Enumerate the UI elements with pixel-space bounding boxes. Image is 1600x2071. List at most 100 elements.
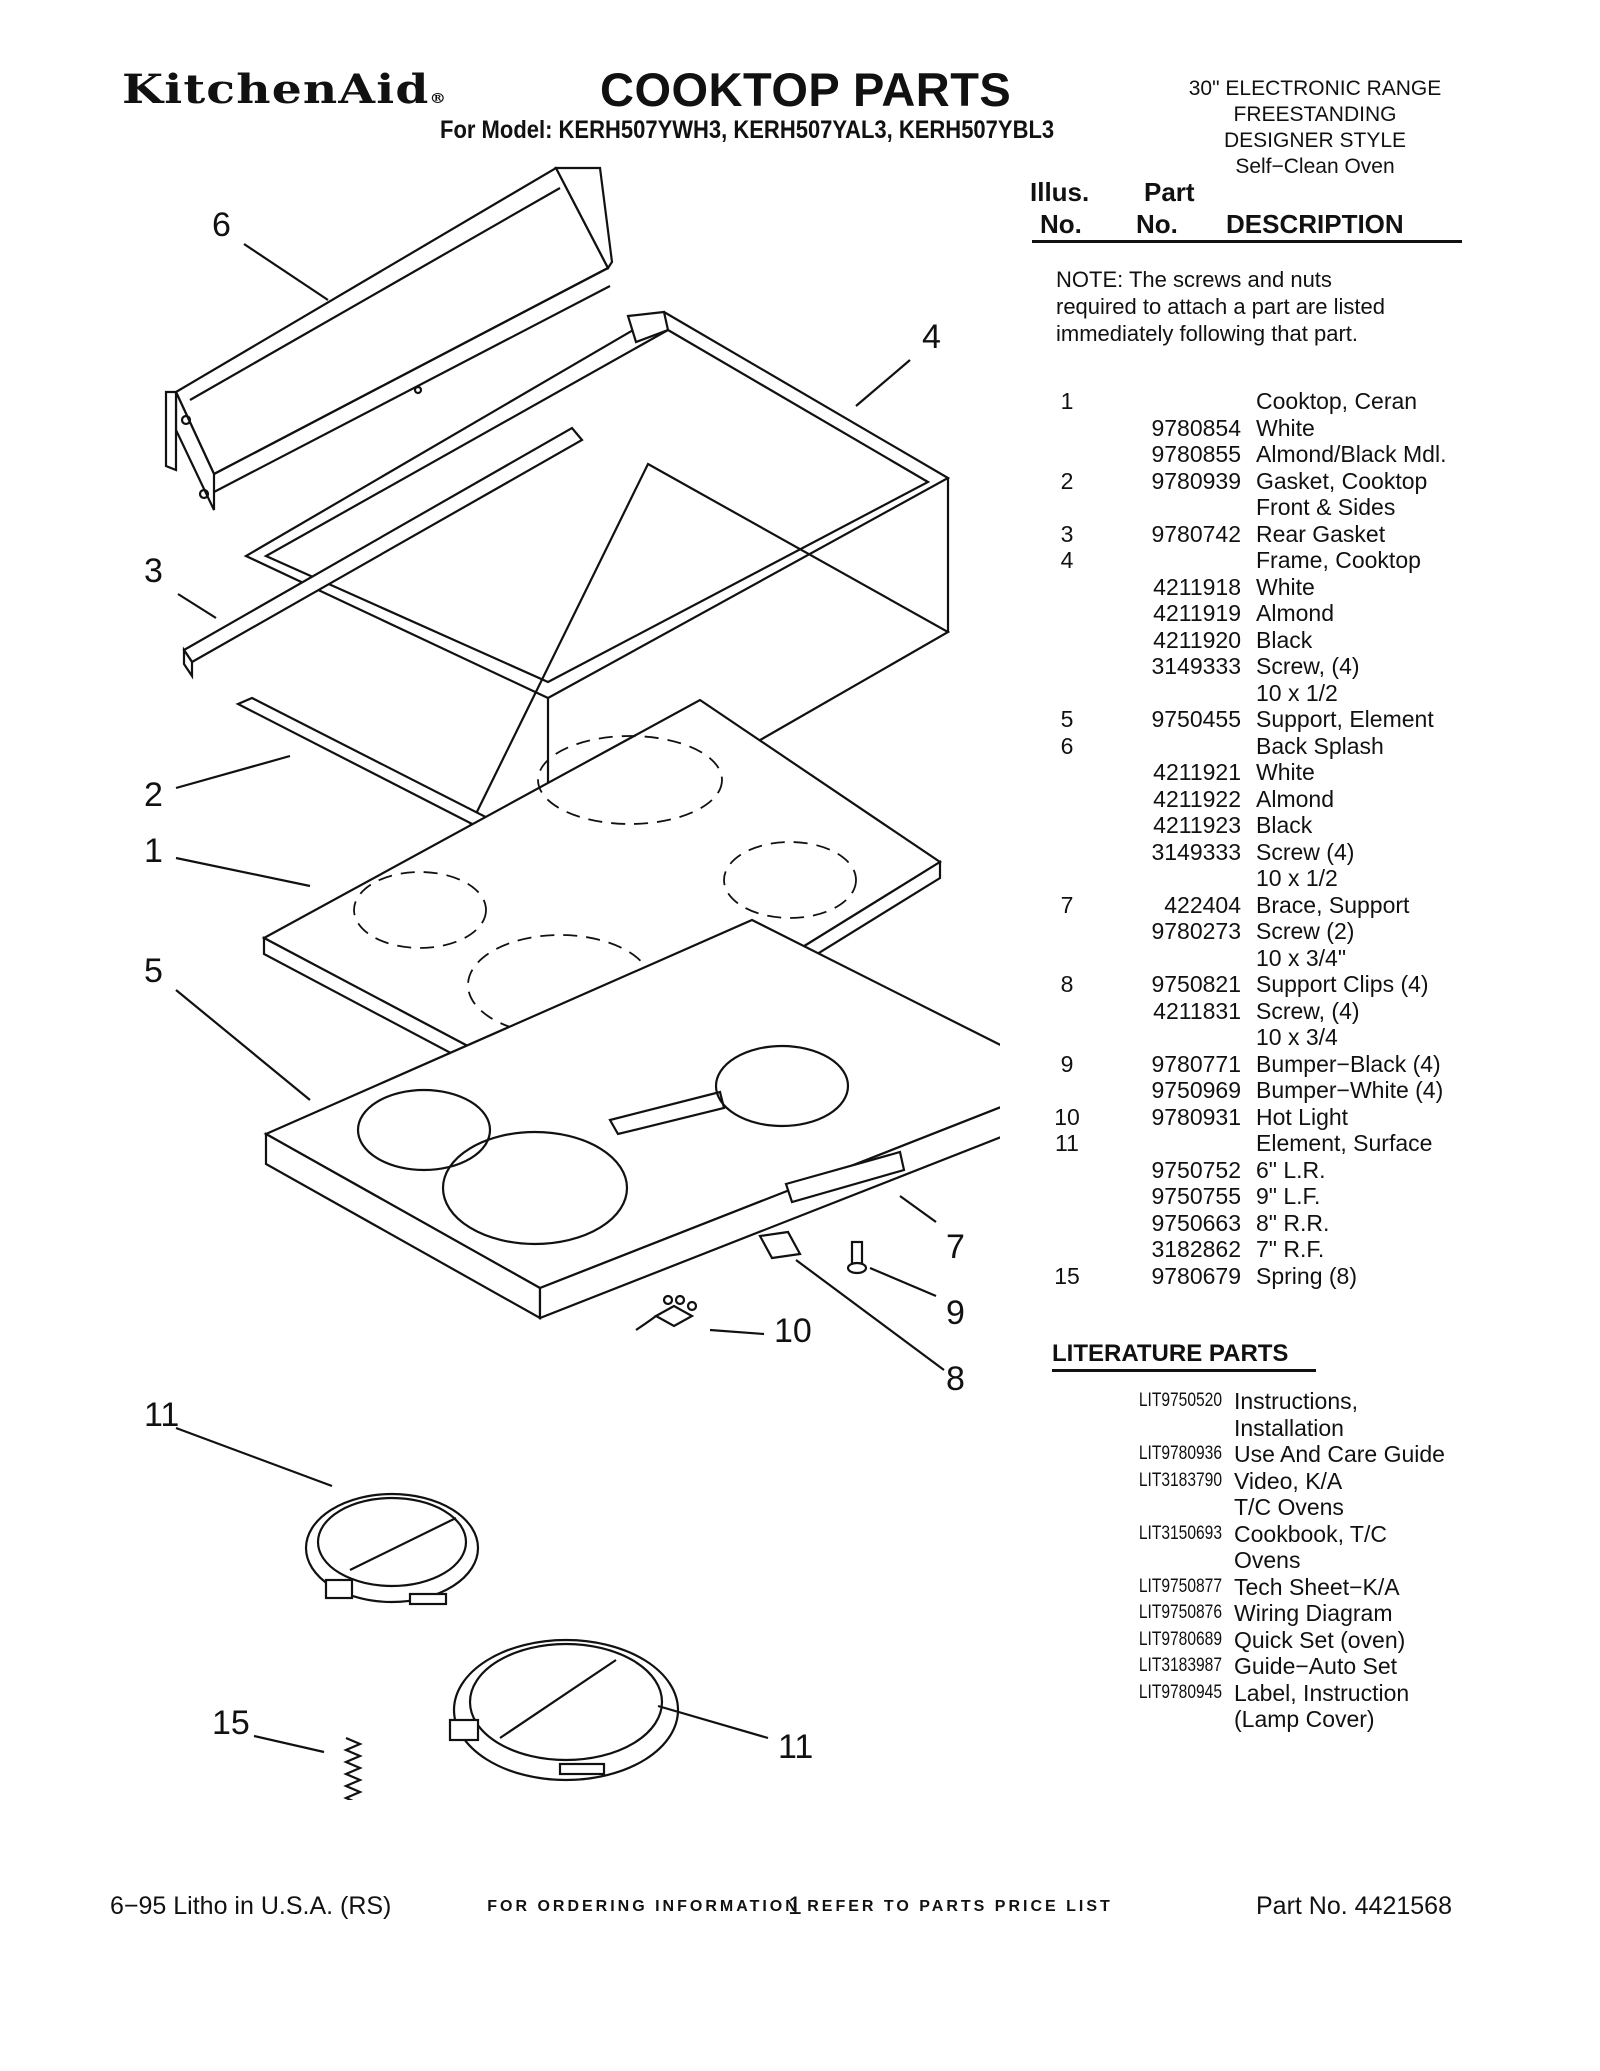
callout-2: 2 xyxy=(144,776,163,814)
illus-number: 7 xyxy=(1060,891,1074,918)
callout-4: 4 xyxy=(922,318,941,356)
part-description: 8" R.R. xyxy=(1256,1209,1330,1236)
hot-light-part xyxy=(635,1294,698,1331)
part-number: 4211918 xyxy=(1153,573,1241,600)
literature-description: (Lamp Cover) xyxy=(1234,1706,1375,1732)
model-line: For Model: KERH507YWH3, KERH507YAL3, KER… xyxy=(440,116,1055,144)
callout-7: 7 xyxy=(946,1228,965,1266)
callout-5: 5 xyxy=(144,952,163,990)
literature-part-number: LIT9750877 xyxy=(1138,1575,1222,1597)
literature-part-number: LIT3150693 xyxy=(1138,1522,1222,1544)
part-description: Bumper−Black (4) xyxy=(1256,1050,1441,1077)
part-description: Screw (4) xyxy=(1256,838,1355,865)
literature-description: Wiring Diagram xyxy=(1234,1600,1393,1626)
part-description: Screw (2) xyxy=(1256,918,1355,944)
brand-logo: KitchenAid® xyxy=(122,66,447,113)
support-clip-part xyxy=(758,1230,802,1260)
literature-part-number: LIT3183790 xyxy=(1138,1469,1222,1491)
part-number: 9780939 xyxy=(1151,467,1241,494)
surface-element-small xyxy=(304,1492,480,1606)
callout-8: 8 xyxy=(946,1360,965,1398)
description-col-header: DESCRIPTION xyxy=(1226,209,1404,239)
brand-name: KitchenAid xyxy=(122,66,430,113)
surface-element-large xyxy=(448,1638,680,1782)
part-number: 422404 xyxy=(1164,891,1241,918)
illus-number: 8 xyxy=(1060,971,1074,997)
callout-6: 6 xyxy=(212,206,231,244)
illus-number: 10 xyxy=(1054,1103,1080,1130)
part-number: 3182862 xyxy=(1151,1236,1241,1262)
literature-description: Ovens xyxy=(1234,1547,1301,1573)
part-description: Gasket, Cooktop xyxy=(1256,467,1428,494)
support-brace-part xyxy=(784,1150,906,1204)
part-description: Almond xyxy=(1256,600,1334,626)
illus-col-header: Illus. No. xyxy=(1030,176,1089,240)
part-number: 9780931 xyxy=(1151,1103,1241,1130)
back-splash-part xyxy=(164,166,614,511)
illus-number: 2 xyxy=(1060,467,1074,494)
part-description: White xyxy=(1256,573,1315,600)
note-text: NOTE: The screws and nuts required to at… xyxy=(1056,267,1385,346)
part-number: 9780742 xyxy=(1151,520,1241,547)
header-rule xyxy=(1032,240,1462,243)
part-description: Almond xyxy=(1256,785,1334,812)
part-description: Almond/Black Mdl. xyxy=(1256,441,1447,467)
literature-part-number: LIT9750876 xyxy=(1138,1602,1222,1623)
range-description: 30" ELECTRONIC RANGE FREESTANDING DESIGN… xyxy=(1160,76,1470,180)
illus-number: 3 xyxy=(1060,520,1074,547)
part-number: 9750755 xyxy=(1151,1183,1241,1209)
part-number: 4211831 xyxy=(1153,997,1241,1024)
illus-number: 6 xyxy=(1060,732,1074,759)
illus-number: 5 xyxy=(1060,706,1074,732)
literature-part-number: LIT9780936 xyxy=(1138,1443,1222,1464)
part-description: Black xyxy=(1256,626,1313,653)
range-line: Self−Clean Oven xyxy=(1235,155,1395,178)
part-description: Cooktop, Ceran xyxy=(1256,388,1418,414)
part-number: 3149333 xyxy=(1151,838,1241,865)
literature-part-number: LIT9750520 xyxy=(1138,1390,1222,1411)
literature-part-number: LIT3183987 xyxy=(1138,1655,1222,1676)
callout-1: 1 xyxy=(144,832,163,870)
page-number: 1 xyxy=(788,1892,802,1920)
litho-info: 6−95 Litho in U.S.A. (RS) xyxy=(110,1892,392,1920)
callout-9: 9 xyxy=(946,1294,965,1332)
callout-10: 10 xyxy=(774,1312,812,1350)
part-number: 9750455 xyxy=(1151,706,1241,732)
bumper-part xyxy=(846,1240,868,1275)
illus-header-bottom: No. xyxy=(1040,209,1082,239)
part-number: 4211923 xyxy=(1153,812,1241,838)
range-line: FREESTANDING xyxy=(1233,103,1397,126)
illus-number: 4 xyxy=(1060,547,1074,573)
document-part-number: Part No. 4421568 xyxy=(1256,1892,1452,1920)
leader-lines xyxy=(175,243,945,1754)
part-description: 10 x 3/4" xyxy=(1256,944,1347,971)
part-description: Rear Gasket xyxy=(1256,520,1386,547)
part-description: 9" L.F. xyxy=(1256,1183,1321,1209)
part-description: 10 x 1/2 xyxy=(1256,679,1338,706)
literature-part-number: LIT9780689 xyxy=(1138,1628,1222,1650)
part-description: White xyxy=(1256,759,1315,785)
part-description: Spring (8) xyxy=(1256,1262,1357,1289)
part-description: Front & Sides xyxy=(1256,494,1396,520)
literature-description: Tech Sheet−K/A xyxy=(1234,1573,1400,1600)
literature-description: Installation xyxy=(1234,1414,1344,1441)
spring-part xyxy=(343,1736,363,1800)
literature-description: Instructions, xyxy=(1234,1388,1358,1414)
exploded-parts-diagram xyxy=(164,166,1000,1800)
part-description: Back Splash xyxy=(1256,732,1384,759)
literature-description: Use And Care Guide xyxy=(1234,1441,1445,1467)
literature-description: Video, K/A xyxy=(1234,1467,1343,1494)
part-number: 9780273 xyxy=(1151,918,1241,944)
illus-number: 11 xyxy=(1055,1130,1079,1156)
literature-description: Quick Set (oven) xyxy=(1234,1626,1406,1653)
part-number: 4211921 xyxy=(1153,759,1241,785)
part-header-top: Part xyxy=(1144,177,1195,207)
literature-heading: LITERATURE PARTS xyxy=(1052,1340,1289,1367)
ordering-info: FOR ORDERING INFORMATION REFER TO PARTS … xyxy=(487,1898,1113,1915)
illus-number: 1 xyxy=(1060,388,1074,414)
part-description: Support Clips (4) xyxy=(1256,971,1429,997)
literature-rule xyxy=(1052,1369,1316,1372)
part-description: 10 x 1/2 xyxy=(1256,865,1338,891)
